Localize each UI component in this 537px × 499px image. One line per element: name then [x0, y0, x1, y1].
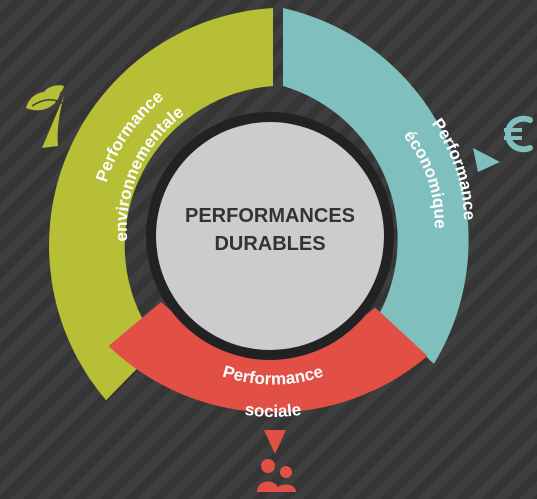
people-icon	[257, 459, 296, 492]
center-inner-disc	[156, 122, 384, 350]
economic-segment	[283, 8, 469, 364]
environmental-segment	[49, 8, 273, 401]
economic-pointer	[473, 148, 500, 172]
social-label-2: sociale	[244, 400, 303, 421]
center-title-line1: PERFORMANCES	[185, 205, 355, 227]
leaf-icon	[26, 85, 73, 111]
environmental-pointer	[42, 96, 64, 148]
social-label-line2: sociale	[244, 400, 303, 421]
social-pointer	[264, 430, 286, 454]
euro-icon	[504, 115, 533, 153]
center-title-line2: DURABLES	[214, 233, 325, 255]
